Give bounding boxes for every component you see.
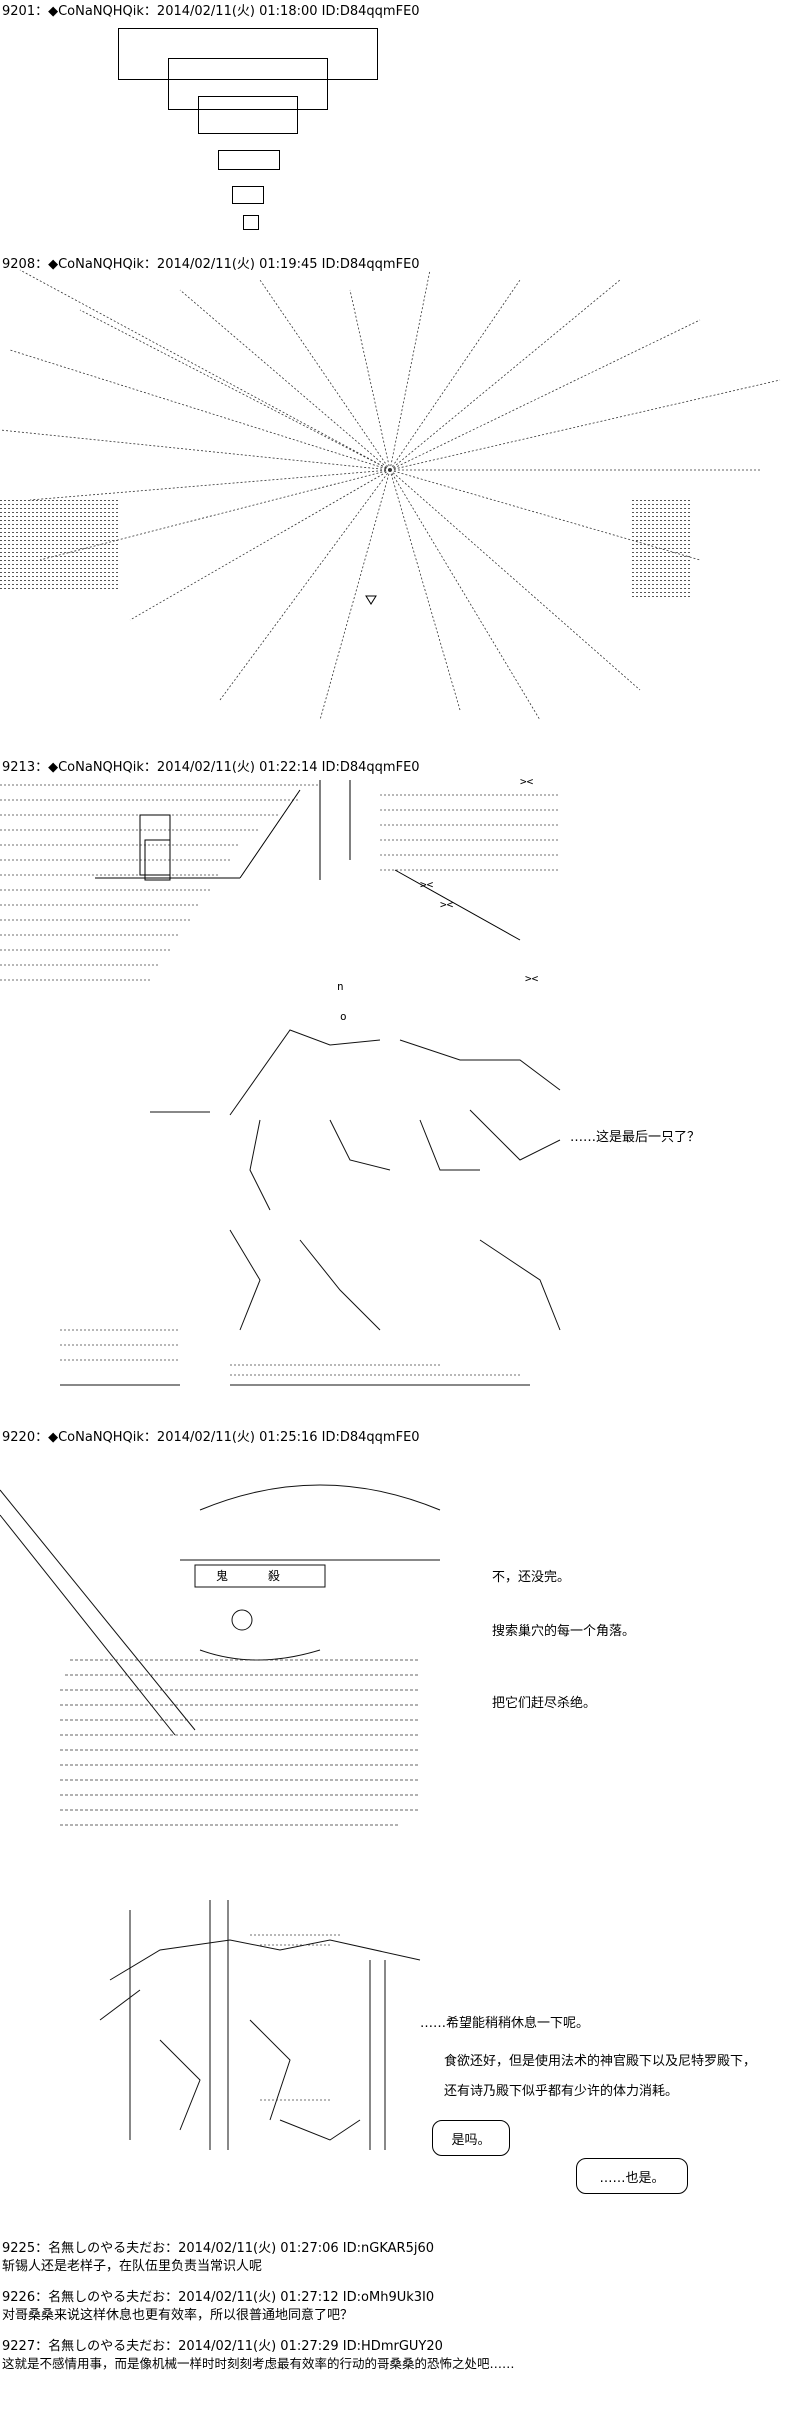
- dialogue-kill-all: 把它们赶尽杀绝。: [492, 1696, 597, 1711]
- dialogue-rest: ……希望能稍稍休息一下呢。: [420, 2016, 590, 2031]
- speech-bubble-me-too: ……也是。: [576, 2158, 688, 2194]
- dialogue-not-yet: 不，还没完。: [492, 1570, 571, 1585]
- dialogue-search: 搜索巢穴的每一个角落。: [492, 1624, 636, 1639]
- svg-text:><: ><: [525, 972, 539, 985]
- post-number: 9201：: [2, 4, 49, 19]
- post-header: 9213：◆CoNaNQHQik：2014/02/11(火) 01:22:14 …: [2, 756, 420, 775]
- post-date: ：2014/02/11(火) 01:22:14 ID:D84qqmFE0: [143, 760, 420, 775]
- dialogue-me-too: ……也是。: [599, 2170, 665, 2186]
- post-number: 9208：: [2, 257, 49, 272]
- poster-name: ◆CoNaNQHQik: [48, 760, 144, 775]
- svg-text:n: n: [337, 980, 344, 993]
- svg-text:><: ><: [420, 878, 434, 891]
- reply-text: 斩锡人还是老样子，在队伍里负责当常识人呢: [2, 2259, 263, 2274]
- post-header: 9208：◆CoNaNQHQik：2014/02/11(火) 01:19:45 …: [2, 253, 420, 272]
- reply-text: 这就是不感情用事，而是像机械一样时时刻刻考虑最有效率的行动的哥桑桑的恐怖之处吧……: [2, 2356, 515, 2371]
- post-date: ：2014/02/11(火) 01:18:00 ID:D84qqmFE0: [143, 4, 420, 19]
- post-date: ：2014/02/11(火) 01:25:16 ID:D84qqmFE0: [143, 1430, 420, 1445]
- dialogue-stamina: 还有诗乃殿下似乎都有少许的体力消耗。: [444, 2084, 679, 2099]
- speech-bubble-is-that-so: 是吗。: [432, 2120, 510, 2156]
- dialogue-is-that-so: 是吗。: [451, 2132, 491, 2148]
- poster-name: ◆CoNaNQHQik: [48, 1430, 144, 1445]
- dialogue-food: 食欲还好，但是使用法术的神官殿下以及尼特罗殿下，: [444, 2054, 757, 2069]
- post-number: 9213：: [2, 760, 49, 775]
- post-number: 9220：: [2, 1430, 49, 1445]
- poster-name: ◆CoNaNQHQik: [48, 257, 144, 272]
- samurai-kanji-right: 殺: [268, 1569, 281, 1583]
- post-header: 9201：◆CoNaNQHQik：2014/02/11(火) 01:18:00 …: [2, 0, 420, 19]
- dialogue-last-one: ……这是最后一只了？: [570, 1130, 701, 1145]
- samurai-kanji-left: 鬼: [216, 1569, 229, 1583]
- svg-text:><: ><: [440, 898, 454, 911]
- poster-name: ◆CoNaNQHQik: [48, 4, 144, 19]
- post-header: 9220：◆CoNaNQHQik：2014/02/11(火) 01:25:16 …: [2, 1426, 420, 1445]
- reply-header: 9227：名無しのやる夫だお：2014/02/11(火) 01:27:29 ID…: [2, 2339, 443, 2354]
- svg-text:o: o: [340, 1010, 347, 1023]
- reply-header: 9226：名無しのやる夫だお：2014/02/11(火) 01:27:12 ID…: [2, 2290, 435, 2305]
- post-date: ：2014/02/11(火) 01:19:45 ID:D84qqmFE0: [143, 257, 420, 272]
- reply-header: 9225：名無しのやる夫だお：2014/02/11(火) 01:27:06 ID…: [2, 2241, 434, 2256]
- svg-text:><: ><: [520, 775, 534, 788]
- reply-text: 对哥桑桑来说这样休息也更有效率，所以很普通地同意了吧？: [2, 2308, 354, 2323]
